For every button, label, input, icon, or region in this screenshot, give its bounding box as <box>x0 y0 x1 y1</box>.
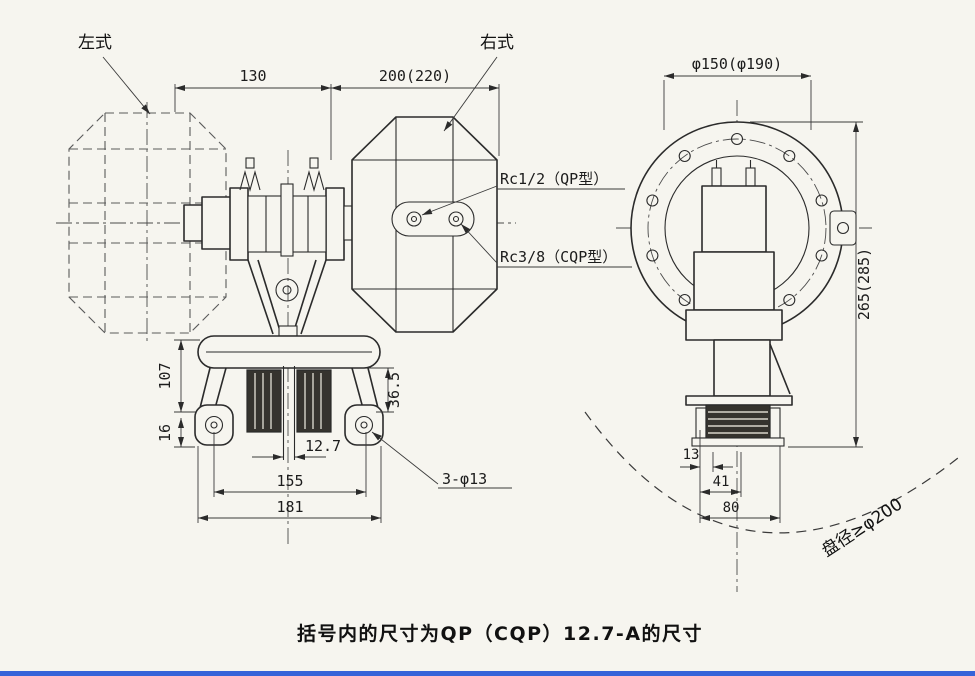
phantom-brake-wheel <box>68 112 227 334</box>
adjuster-stud-left <box>245 157 255 169</box>
roller-base <box>691 437 785 447</box>
annotation-rc-ports: Rc1/2（QP型） Rc3/8（CQP型） <box>420 170 632 268</box>
dim-107: 107 <box>156 362 174 389</box>
shaft-stub <box>183 196 233 250</box>
dimension-36-5: 36.5 <box>368 367 403 413</box>
dim-phi150: φ150(φ190) <box>692 55 782 73</box>
left-view: 130 200(220) 107 16 36.5 <box>56 33 632 548</box>
brake-shoe-assembly <box>194 325 384 460</box>
bolt-hole <box>815 194 828 207</box>
dimension-107-16: 107 16 <box>156 339 200 448</box>
roller-cap-right <box>769 407 781 439</box>
cylinder-body <box>685 160 791 397</box>
dim-36-5: 36.5 <box>385 372 403 408</box>
bolt-hole <box>646 194 659 207</box>
label-rc-qp: Rc1/2（QP型） <box>500 170 608 188</box>
dim-12-7: 12.7 <box>305 437 341 455</box>
roller-assembly <box>685 395 793 447</box>
side-lug <box>829 210 857 246</box>
dimension-roller: 13 41 80 <box>680 430 781 523</box>
bolt-hole <box>783 293 796 307</box>
roller-cap-left <box>695 407 707 439</box>
roller-rail <box>685 395 793 406</box>
label-right-type: 右式 <box>480 33 514 53</box>
brake-pad-right <box>296 369 332 433</box>
bracket-arm <box>769 343 791 395</box>
pivot-pin <box>275 278 299 302</box>
annotation-3-phi13: 3-φ13 <box>370 429 512 489</box>
pivot-hole-right <box>354 415 374 435</box>
adjuster-stud-right <box>309 157 319 169</box>
roller <box>705 404 771 442</box>
brake-pad-left <box>246 369 282 433</box>
dim-200-220: 200(220) <box>379 67 451 85</box>
right-view: 盘径≥φ200 φ150(φ190) 265(285) <box>584 55 959 592</box>
port-hole-left <box>406 211 422 227</box>
bolt-hole <box>678 149 691 163</box>
bolt-hole <box>646 249 659 262</box>
label-3-phi13: 3-φ13 <box>442 470 487 488</box>
dimension-130-200: 130 200(220) <box>174 67 500 160</box>
dimension-height: 265(285) <box>750 121 873 448</box>
caliper-assembly <box>229 157 345 335</box>
spring-left <box>239 169 261 193</box>
bolt-hole <box>678 293 691 307</box>
label-rc-cqp: Rc3/8（CQP型） <box>500 248 617 266</box>
dim-130: 130 <box>239 67 266 85</box>
bottom-accent-bar <box>0 671 975 676</box>
dim-13: 13 <box>683 447 700 463</box>
dim-265: 265(285) <box>855 248 873 320</box>
spring-right <box>303 169 325 193</box>
label-left-type: 左式 <box>78 33 112 53</box>
plate-bolt <box>278 325 298 337</box>
thruster-body <box>343 116 498 333</box>
top-stud-left <box>711 167 722 187</box>
dim-16: 16 <box>156 424 174 442</box>
dim-181: 181 <box>276 498 303 516</box>
dim-80: 80 <box>723 500 740 516</box>
view-type-labels: 左式 右式 <box>78 33 514 133</box>
dim-155: 155 <box>276 472 303 490</box>
bolt-hole <box>815 249 828 262</box>
bolt-hole <box>783 149 796 163</box>
port-hole-right <box>448 211 464 227</box>
lug-hole <box>836 221 850 235</box>
bolt-hole <box>730 132 744 146</box>
dim-41: 41 <box>713 474 730 490</box>
drawing-caption: 括号内的尺寸为QP（CQP）12.7-A的尺寸 <box>297 622 703 645</box>
port-boss <box>391 201 475 237</box>
dimension-bottom: 12.7 155 181 <box>197 432 382 523</box>
top-stud-right <box>745 167 756 187</box>
pivot-boss-right <box>344 404 384 446</box>
